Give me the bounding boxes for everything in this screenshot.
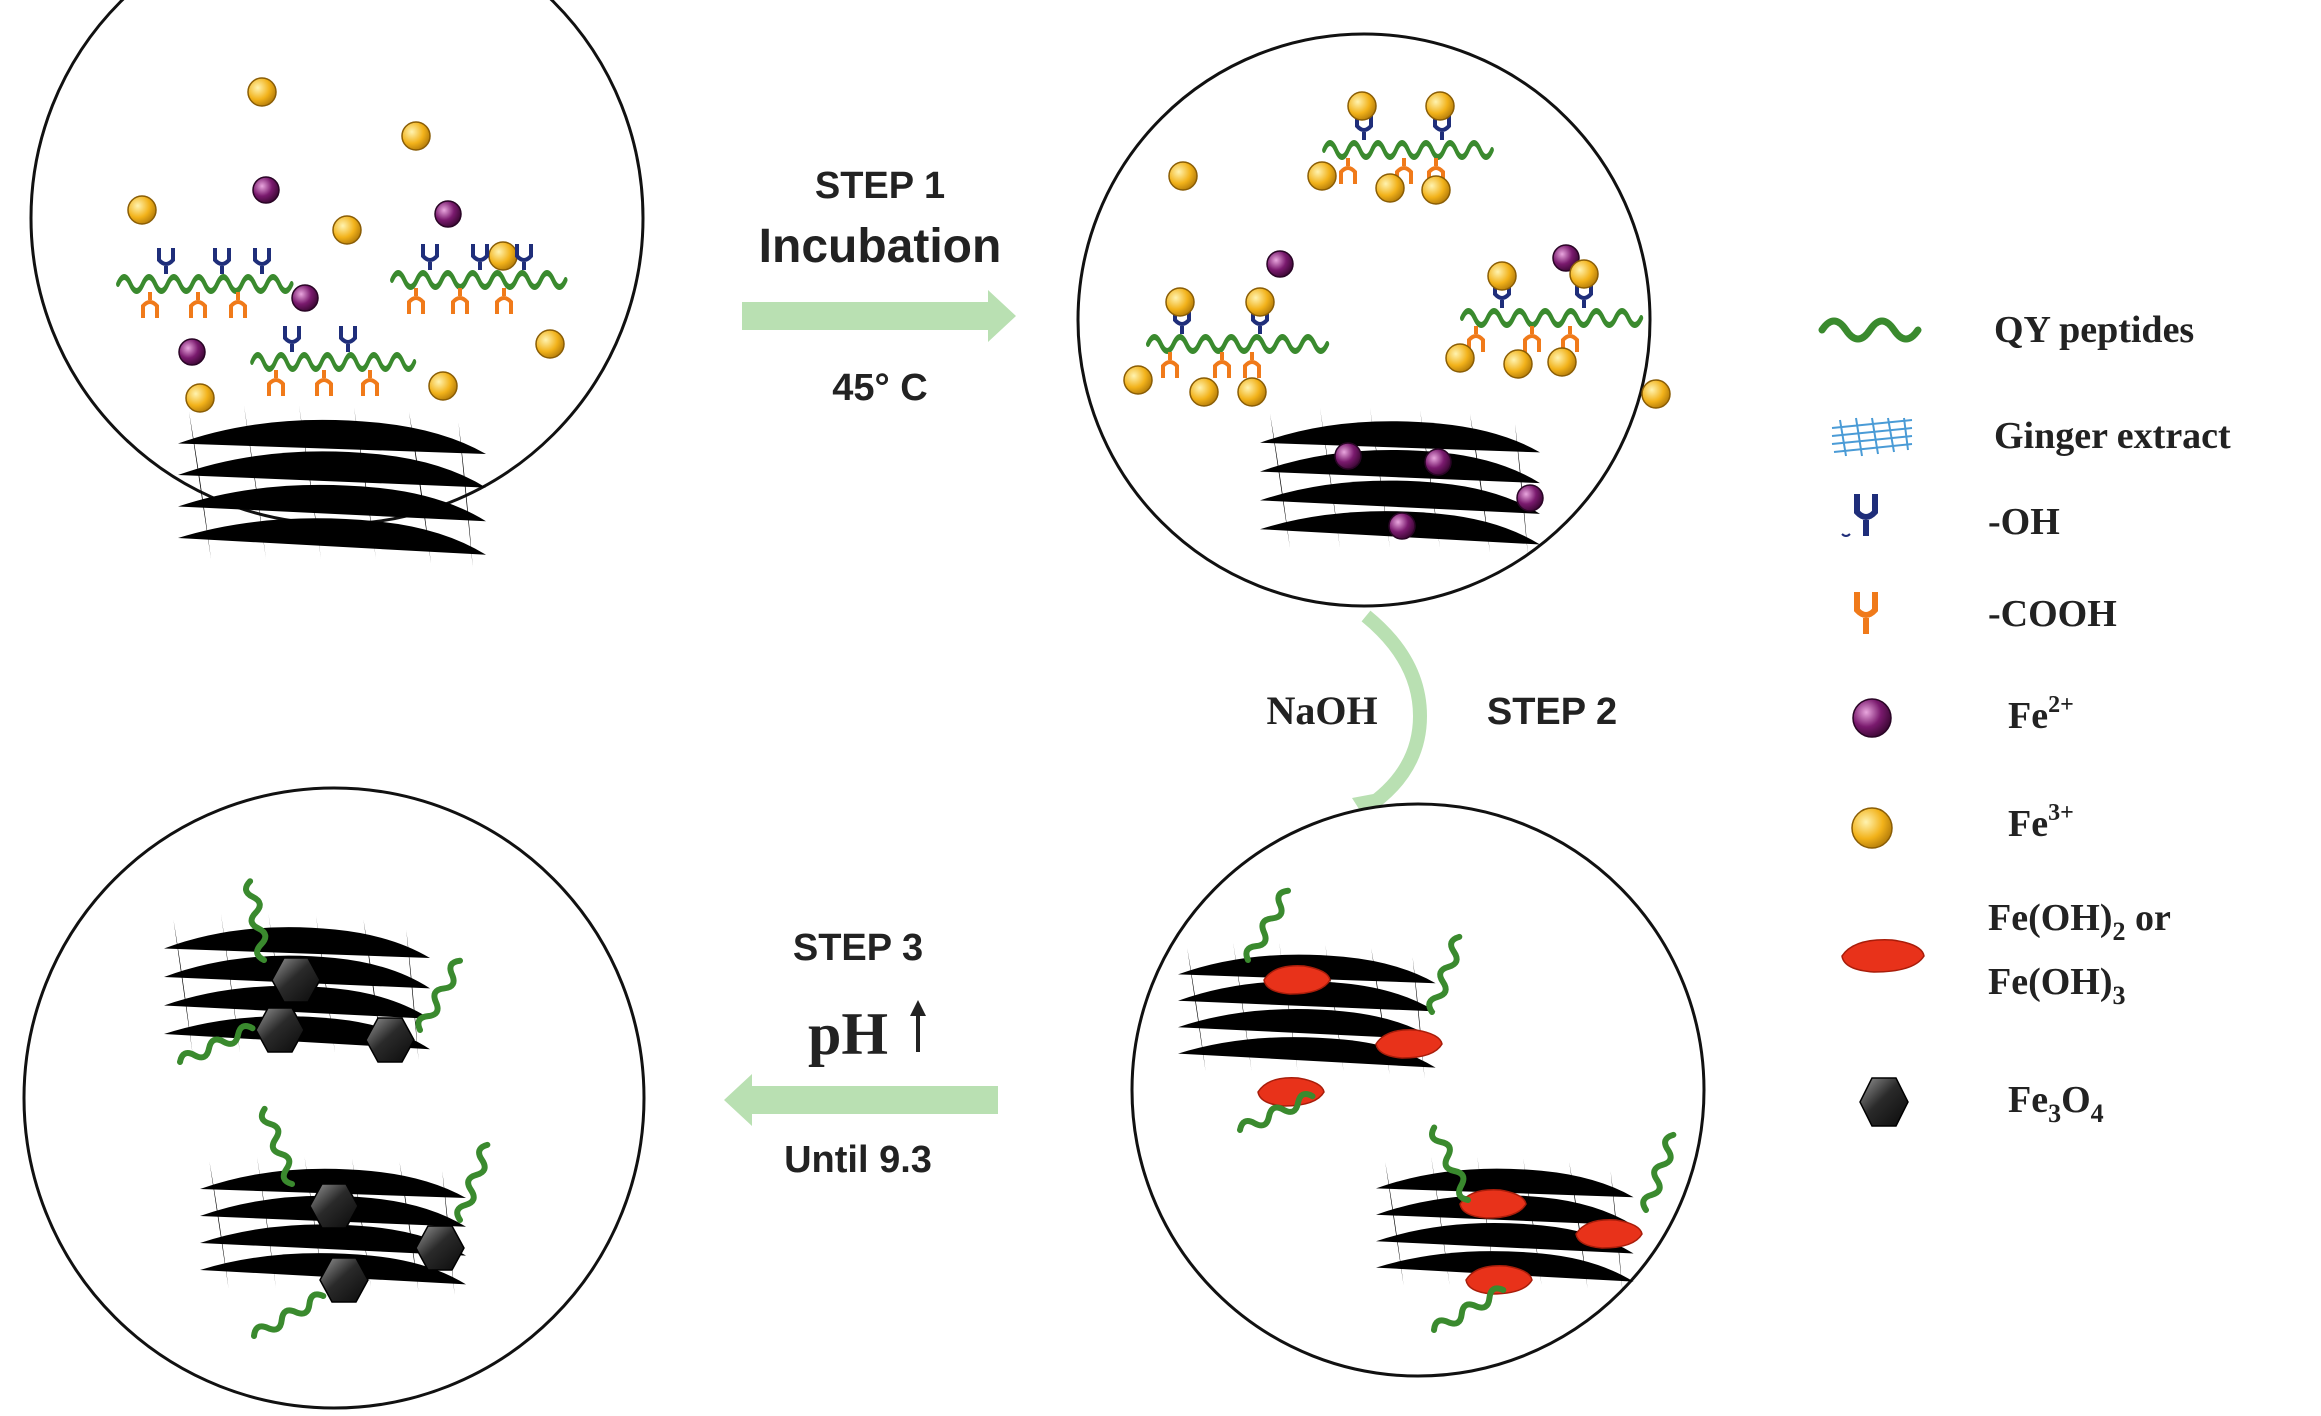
- step-3-arrow: [724, 1074, 998, 1126]
- step-3-action: pH: [808, 1001, 888, 1067]
- hydroxyl-fork-icon: [1841, 494, 1878, 537]
- step-1-title: STEP 1: [815, 165, 945, 207]
- legend-label-magnetite: Fe3O4: [2008, 1079, 2104, 1128]
- stage-3-circle: [1130, 802, 1706, 1378]
- step-2-reagent: NaOH: [1266, 688, 1377, 733]
- legend-label-peptides: QY peptides: [1994, 309, 2194, 351]
- step-3-condition: Until 9.3: [784, 1139, 932, 1181]
- step-3-title: STEP 3: [793, 927, 923, 969]
- carboxyl-fork-icon: [1854, 592, 1878, 634]
- legend: QY peptides Ginger extract -OH -COOH Fe2…: [1818, 309, 2231, 1128]
- legend-label-fe2: Fe2+: [2008, 692, 2074, 737]
- legend-label-cooh: -COOH: [1988, 593, 2117, 635]
- peptide-wave-icon: [1818, 317, 1922, 343]
- legend-label-oh: -OH: [1988, 501, 2060, 543]
- stage-4-circle: [22, 786, 646, 1410]
- stage-1-circle: [29, 0, 645, 568]
- step-2-title: STEP 2: [1487, 691, 1617, 733]
- legend-label-fe3: Fe3+: [2008, 800, 2074, 845]
- fe2-sphere-icon: [1852, 698, 1892, 738]
- step-1-condition: 45° C: [832, 367, 927, 409]
- mesh-icon: [1831, 417, 1913, 457]
- stage-2-circle: [1076, 32, 1671, 608]
- step-1-action: Incubation: [759, 220, 1002, 273]
- hexagon-icon: [1859, 1077, 1909, 1127]
- up-arrow-icon: [910, 1000, 926, 1052]
- step-1-arrow: [742, 290, 1016, 342]
- fe3-sphere-icon: [1851, 807, 1893, 849]
- hydroxide-ellipse-icon: [1841, 939, 1925, 973]
- legend-label-ginger: Ginger extract: [1994, 415, 2231, 457]
- legend-label-hydroxide-line2: Fe(OH)3: [1988, 961, 2126, 1010]
- legend-label-hydroxide-line1: Fe(OH)2 or: [1988, 897, 2171, 946]
- step-2-arrow: [1352, 610, 1428, 820]
